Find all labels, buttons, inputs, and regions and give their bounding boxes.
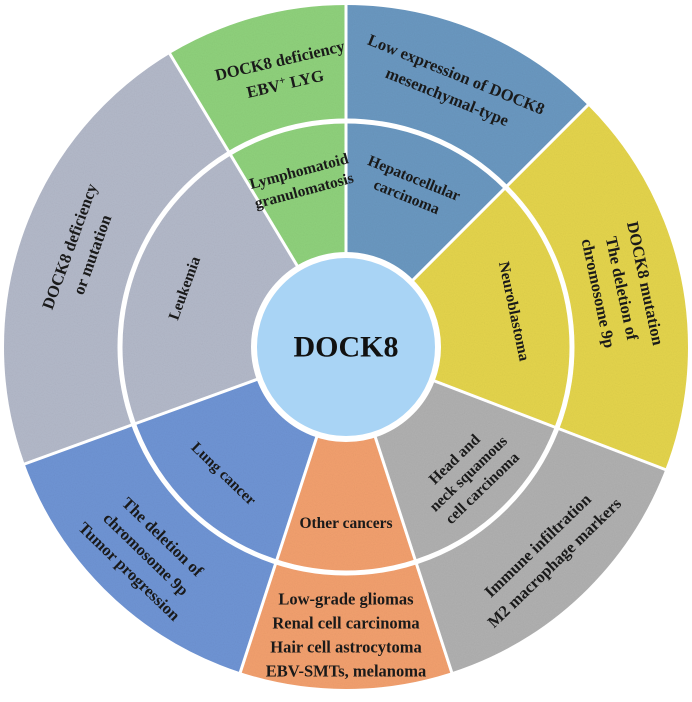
outer-label-line: Hair cell astrocytoma	[270, 637, 422, 656]
outer-segment-head-and-neck	[415, 427, 667, 674]
outer-label-line: Low-grade gliomas	[278, 589, 414, 608]
sector-hepatocellular-carcinoma	[346, 4, 589, 282]
dividers-layer	[21, 2, 669, 676]
sector-divider	[21, 377, 261, 467]
inner-segment-neuroblastoma	[411, 187, 573, 428]
outer-label-line: Renal cell carcinoma	[272, 613, 419, 632]
sector-divider	[409, 101, 592, 284]
outer-segment-lymphomatoid-granulomatosis	[169, 4, 346, 154]
center-circle	[251, 252, 441, 442]
inner-segment-head-and-neck	[374, 379, 557, 562]
outer-segment-hepatocellular-carcinoma	[346, 4, 589, 188]
inner-segment-hepatocellular-carcinoma	[346, 121, 506, 282]
outer-label-line: EBV-SMTs, melanoma	[266, 661, 426, 680]
outer-segment-leukemia	[2, 52, 230, 465]
outer-segment-lung-cancer	[23, 424, 277, 674]
sector-divider	[237, 434, 319, 676]
inner-segment-other-cancers	[276, 434, 416, 573]
middle-ring	[117, 118, 575, 576]
sectors-layer	[2, 4, 689, 690]
sector-divider	[373, 434, 455, 676]
sector-divider	[431, 378, 669, 473]
inner-label-line: Other cancers	[299, 515, 392, 532]
inner-segment-lung-cancer	[133, 378, 318, 562]
inner-segment-lymphomatoid-granulomatosis	[229, 121, 346, 269]
outer-segment-other-cancers	[240, 561, 452, 690]
sector-head-and-neck	[374, 379, 667, 674]
sector-neuroblastoma	[411, 104, 689, 470]
rings-layer	[2, 3, 690, 691]
sector-lung-cancer	[23, 378, 318, 674]
outer-segment-neuroblastoma	[505, 104, 689, 470]
sector-divider	[167, 50, 300, 269]
sector-lymphomatoid-granulomatosis	[169, 4, 346, 269]
outer-ring	[2, 3, 690, 691]
center-label: DOCK8	[294, 331, 399, 364]
inner-label-other-cancers: Other cancers	[299, 515, 392, 532]
sector-other-cancers	[240, 434, 452, 690]
